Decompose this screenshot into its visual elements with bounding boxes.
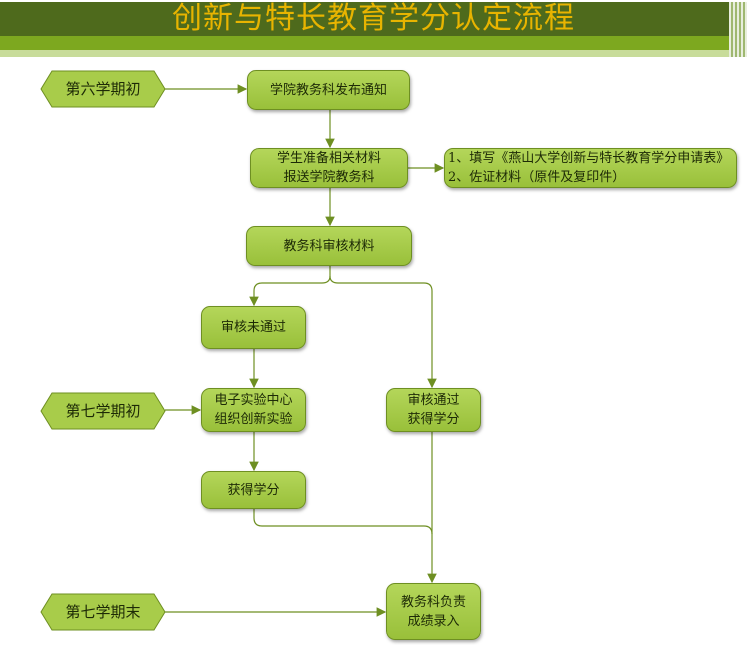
step-label: 审核通过 — [407, 393, 460, 408]
header-accent-light — [0, 50, 747, 57]
step-review: 教务科审核材料 — [246, 226, 412, 266]
stage-seventh-semester-start: 第七学期初 — [40, 392, 166, 430]
step-notice: 学院教务科发布通知 — [247, 70, 410, 110]
step-failed: 审核未通过 — [201, 306, 306, 349]
materials-note: 1、填写《燕山大学创新与特长教育学分申请表》 2、佐证材料（原件及复印件） — [444, 148, 737, 188]
step-label: 电子实验中心 — [214, 393, 293, 408]
header-stripes — [729, 2, 747, 57]
header-accent — [0, 36, 747, 50]
step-lab: 电子实验中心组织创新实验 — [201, 388, 306, 432]
page-title: 创新与特长教育学分认定流程 — [172, 1, 575, 36]
stage-label: 第六学期初 — [65, 80, 141, 98]
step-label: 报送学院教务科 — [283, 170, 375, 185]
step-earn-credit: 获得学分 — [201, 471, 306, 509]
step-label: 教务科负责 — [400, 594, 466, 610]
step-label: 审核未通过 — [220, 320, 286, 335]
step-passed: 审核通过获得学分 — [386, 388, 481, 432]
step-record: 教务科负责成绩录入 — [386, 583, 481, 640]
note-line: 1、填写《燕山大学创新与特长教育学分申请表》 — [448, 151, 730, 166]
step-label: 获得学分 — [227, 482, 280, 498]
step-label: 获得学分 — [407, 412, 460, 427]
stage-seventh-semester-end: 第七学期末 — [40, 593, 166, 631]
header-bar — [0, 2, 747, 36]
step-label: 组织创新实验 — [214, 412, 293, 427]
step-prepare: 学生准备相关材料报送学院教务科 — [250, 148, 408, 188]
step-label: 成绩录入 — [407, 613, 460, 629]
step-label: 教务科审核材料 — [283, 238, 375, 254]
note-line: 2、佐证材料（原件及复印件） — [448, 170, 626, 185]
stage-label: 第七学期初 — [65, 402, 141, 420]
stage-label: 第七学期末 — [65, 603, 141, 621]
step-label: 学院教务科发布通知 — [269, 82, 387, 98]
stage-sixth-semester-start: 第六学期初 — [40, 70, 166, 108]
step-label: 学生准备相关材料 — [276, 151, 381, 166]
